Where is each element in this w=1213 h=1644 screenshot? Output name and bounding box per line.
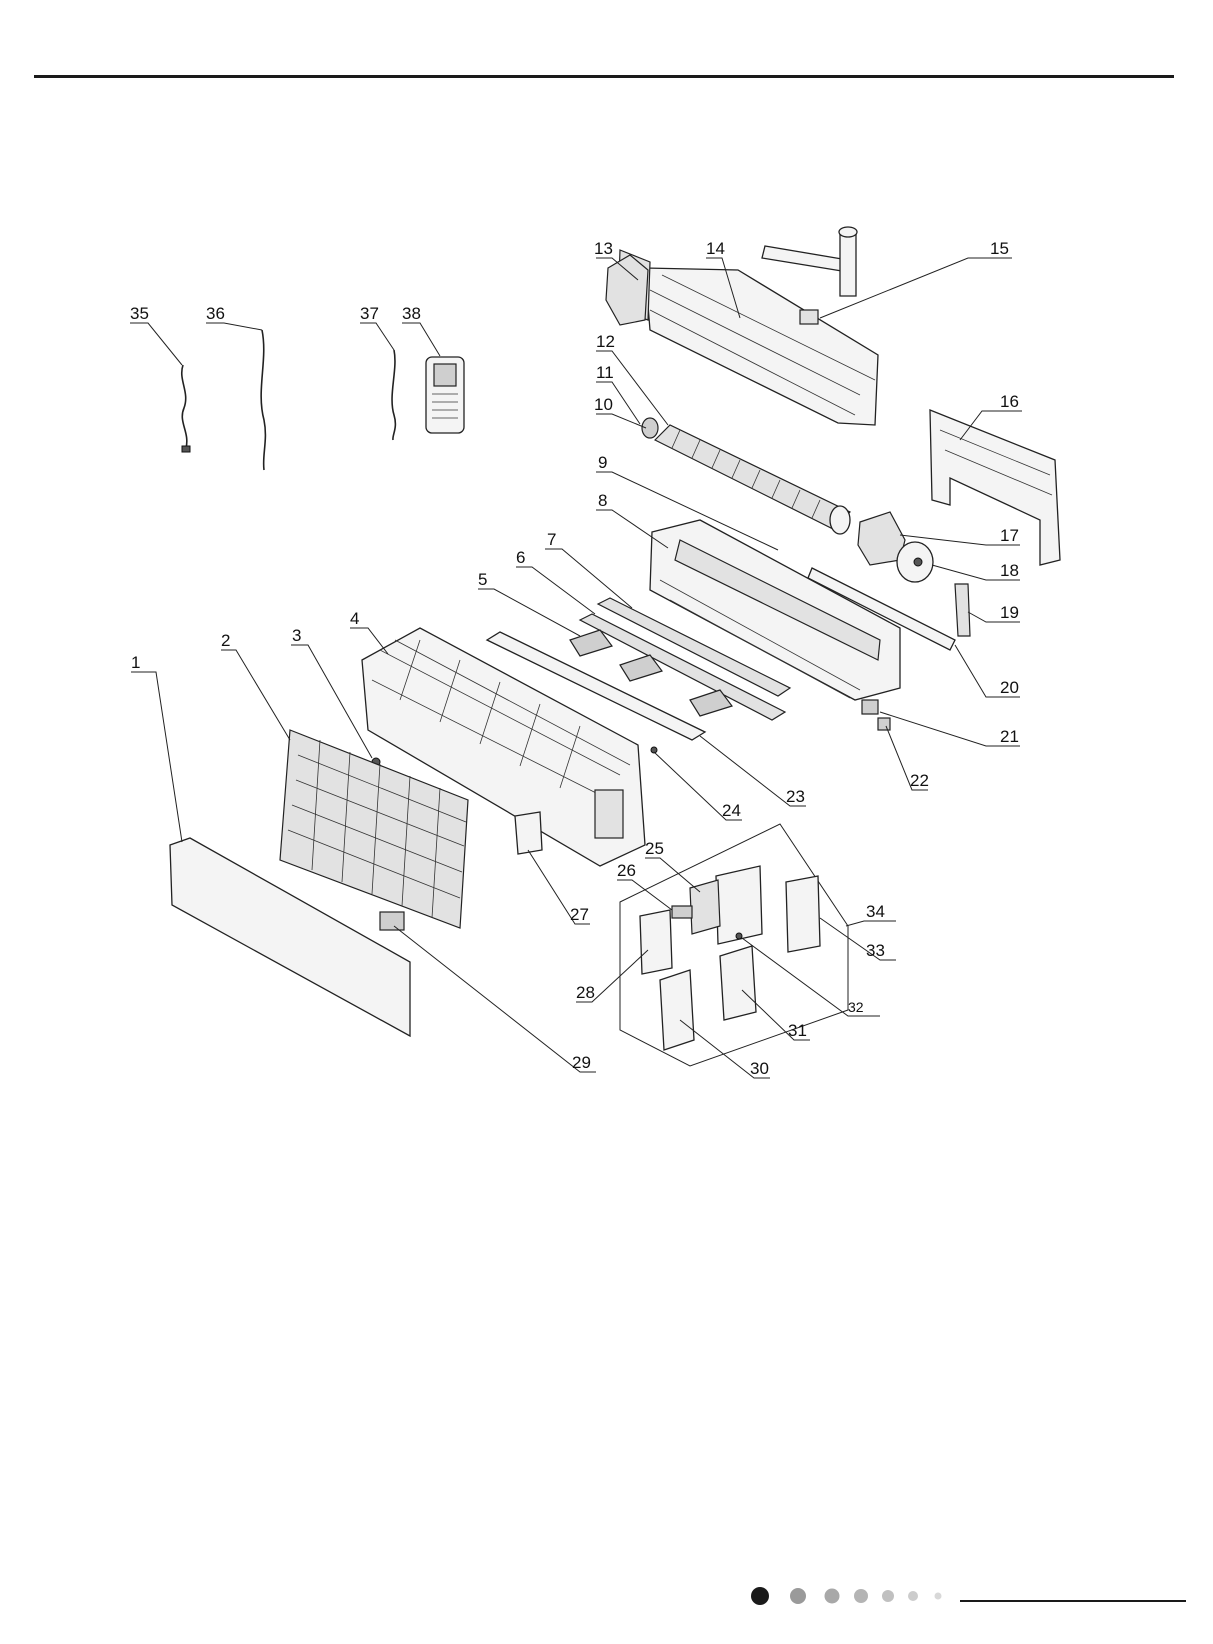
callout-9: 9 [598,453,607,472]
part-33-cover [786,876,820,952]
callout-27: 27 [570,905,589,924]
callout-2: 2 [221,631,230,650]
callout-21: 21 [1000,727,1019,746]
page-dot-4 [854,1589,868,1603]
callout-17: 17 [1000,526,1019,545]
callout-30: 30 [750,1059,769,1078]
part-13-side-plate [606,255,648,325]
callout-37: 37 [360,304,379,323]
callout-13: 13 [594,239,613,258]
part-19-cover [955,584,970,636]
part-37-cable [392,350,395,440]
part-27-cover-plate [515,812,542,854]
callout-18: 18 [1000,561,1019,580]
page-dot-5 [882,1590,894,1602]
callout-22: 22 [910,771,929,790]
page-dot-6 [908,1591,918,1601]
part-10-11-bearing [642,418,658,438]
callout-23: 23 [786,787,805,806]
callout-29: 29 [572,1053,591,1072]
part-29-display-board [380,912,404,930]
part-16-wall-bracket [930,410,1060,565]
part-12-cross-flow-fan [655,425,850,534]
callout-14: 14 [706,239,725,258]
callout-38: 38 [402,304,421,323]
part-28-insulation-plate [640,910,672,974]
part-14-evaporator [618,250,878,425]
part-36-cable [261,330,265,470]
callout-35: 35 [130,304,149,323]
callout-16: 16 [1000,392,1019,411]
callout-34: 34 [866,902,885,921]
pagination-dots [751,1587,942,1605]
callout-3: 3 [292,626,301,645]
callout-20: 20 [1000,678,1019,697]
part-30-box-cover [660,970,694,1050]
callout-31: 31 [788,1021,807,1040]
callout-24: 24 [722,801,741,820]
page-dot-7 [935,1593,942,1600]
callout-6: 6 [516,548,525,567]
part-31-box-cover [720,946,756,1020]
part-32-screw [736,933,742,939]
page-dot-3 [825,1589,840,1604]
page-dot-1 [751,1587,769,1605]
callout-19: 19 [1000,603,1019,622]
callout-15: 15 [990,239,1009,258]
part-38-remote-control [426,357,464,433]
callout-7: 7 [547,530,556,549]
callout-33: 33 [866,941,885,960]
callout-32: 32 [848,999,864,1015]
callout-25: 25 [645,839,664,858]
callout-8: 8 [598,491,607,510]
callout-36: 36 [206,304,225,323]
part-35-power-cord [182,365,190,452]
part-18-fan-motor [897,542,933,582]
callout-28: 28 [576,983,595,1002]
part-25-electric-box [690,866,762,944]
callout-11: 11 [596,363,614,382]
callout-10: 10 [594,395,613,414]
part-26-terminal [672,906,692,918]
callout-26: 26 [617,861,636,880]
callout-4: 4 [350,609,359,628]
bottom-rule [960,1600,1186,1602]
callout-1: 1 [131,653,140,672]
page-dot-2 [790,1588,806,1604]
callout-5: 5 [478,570,487,589]
callout-12: 12 [596,332,615,351]
part-21-22-stepping-motor [862,700,890,730]
